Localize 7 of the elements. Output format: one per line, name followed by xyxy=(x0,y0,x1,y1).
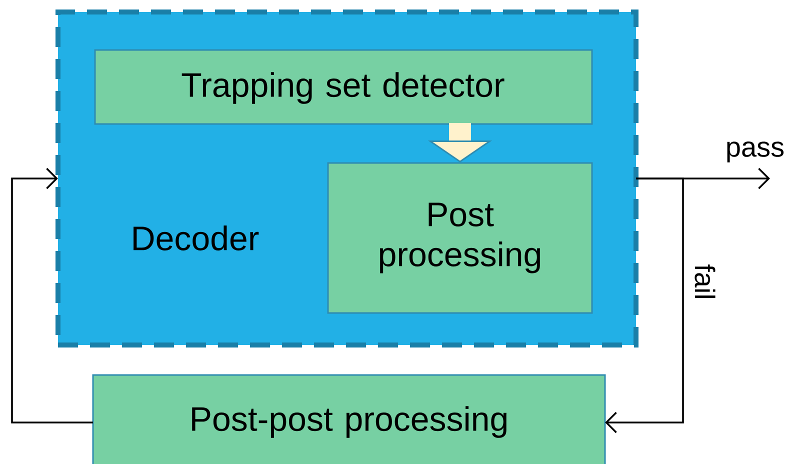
arrow xyxy=(605,178,684,434)
edge-label: pass xyxy=(727,142,784,162)
process-box: Post-post processing xyxy=(92,374,606,464)
process-box: Post processing xyxy=(327,162,593,314)
arrow xyxy=(11,168,93,424)
process-box: Trapping set detector xyxy=(94,49,593,125)
edge-label: fail xyxy=(694,264,716,298)
